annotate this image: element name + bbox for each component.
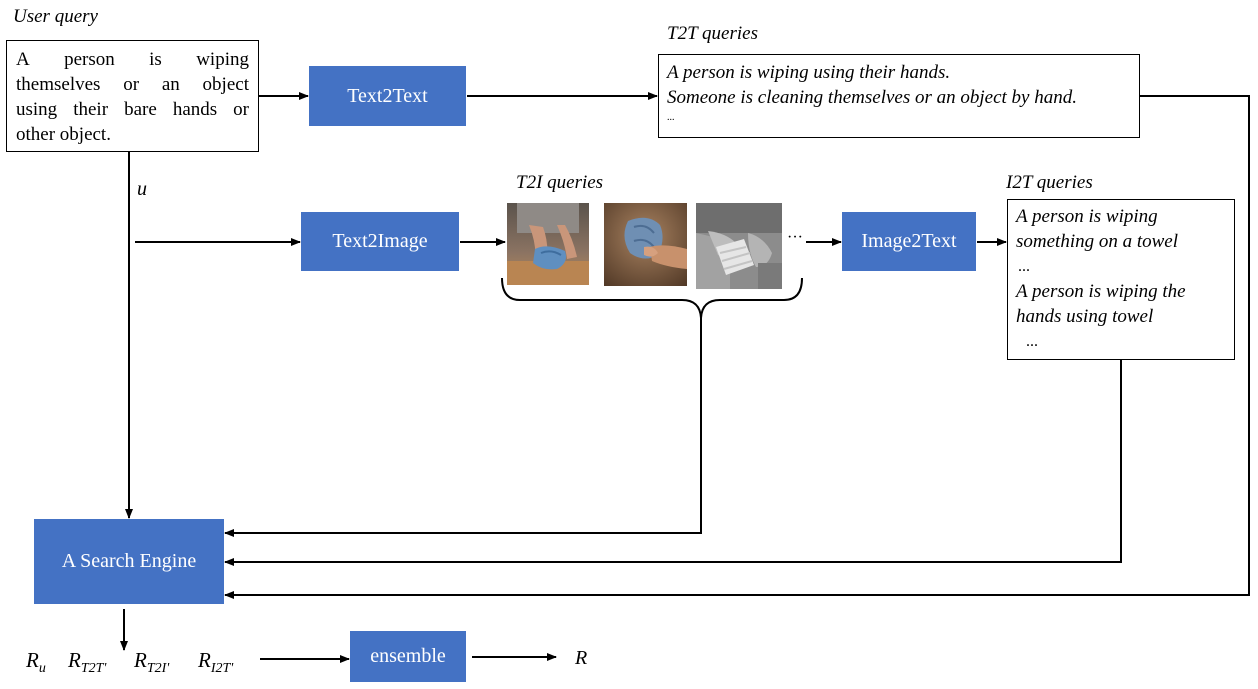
i2t-ellipsis-2: ... [1026, 333, 1038, 350]
user-query-line-4: other object. [16, 124, 111, 145]
r-subscript: T2T' [80, 661, 107, 677]
r-subscript: T2I' [146, 661, 170, 677]
word: bare [124, 99, 157, 120]
word: an [161, 74, 180, 95]
text2image-box: Text2Image [301, 212, 459, 271]
result-r-t2t: RT2T' [68, 648, 106, 677]
i2t-query-line-4: hands using towel [1016, 306, 1154, 327]
r-subscript: u [38, 661, 46, 677]
i2t-queries-label: I2T queries [1006, 172, 1093, 193]
word: using [16, 99, 58, 120]
result-r-u: Ru [26, 648, 46, 677]
word: is [149, 49, 162, 70]
arrow-t2i-to-search-engine [224, 318, 702, 537]
t2t-queries-box: A person is wiping using their hands. So… [658, 54, 1140, 138]
u-label: u [137, 178, 147, 200]
search-engine-box: A Search Engine [34, 519, 224, 604]
result-r-t2i: RT2I' [134, 648, 169, 677]
r-symbol: R [68, 648, 81, 672]
r-symbol: R [134, 648, 147, 672]
i2t-queries-box: A person is wiping something on a towel … [1007, 199, 1235, 360]
i2t-query-line-2: something on a towel [1016, 231, 1179, 252]
word: or [123, 74, 140, 95]
word: A [16, 49, 30, 70]
word: object [202, 74, 249, 95]
word: or [233, 99, 249, 120]
ensemble-box: ensemble [350, 631, 466, 682]
final-result-r: R [575, 647, 588, 669]
word: hands [172, 99, 218, 120]
text2text-box: Text2Text [309, 66, 466, 126]
t2t-query-2: Someone is cleaning themselves or an obj… [667, 87, 1077, 108]
r-symbol: R [198, 648, 211, 672]
arrow-i2t-to-search-engine [224, 360, 1122, 566]
word: themselves [16, 74, 101, 95]
word: person [64, 49, 115, 70]
user-query-label: User query [13, 6, 98, 27]
t2i-image-3 [696, 203, 782, 289]
t2t-queries-label: T2T queries [667, 23, 758, 44]
user-query-line-2: themselves or an object [16, 72, 249, 97]
user-query-box: A person is wiping themselves or an obje… [6, 40, 259, 152]
image2text-box: Image2Text [842, 212, 976, 271]
i2t-ellipsis-1: ... [1018, 258, 1030, 275]
t2i-queries-label: T2I queries [516, 172, 604, 193]
t2t-ellipsis: ... [667, 112, 675, 123]
r-symbol: R [26, 648, 39, 672]
t2t-query-1: A person is wiping using their hands. [667, 62, 951, 83]
t2i-image-1 [507, 203, 589, 285]
word: wiping [196, 49, 249, 70]
user-query-line-3: using their bare hands or [16, 97, 249, 122]
user-query-line-1: A person is wiping [16, 47, 249, 72]
result-r-i2t: RI2T' [198, 648, 233, 677]
word: their [73, 99, 109, 120]
arrow-t2t-to-search-engine [224, 95, 1250, 599]
i2t-query-line-1: A person is wiping [1016, 206, 1158, 227]
i2t-query-line-3: A person is wiping the [1016, 281, 1186, 302]
r-subscript: I2T' [210, 661, 234, 677]
t2i-image-2 [604, 203, 687, 286]
t2i-ellipsis: ··· [787, 229, 803, 246]
